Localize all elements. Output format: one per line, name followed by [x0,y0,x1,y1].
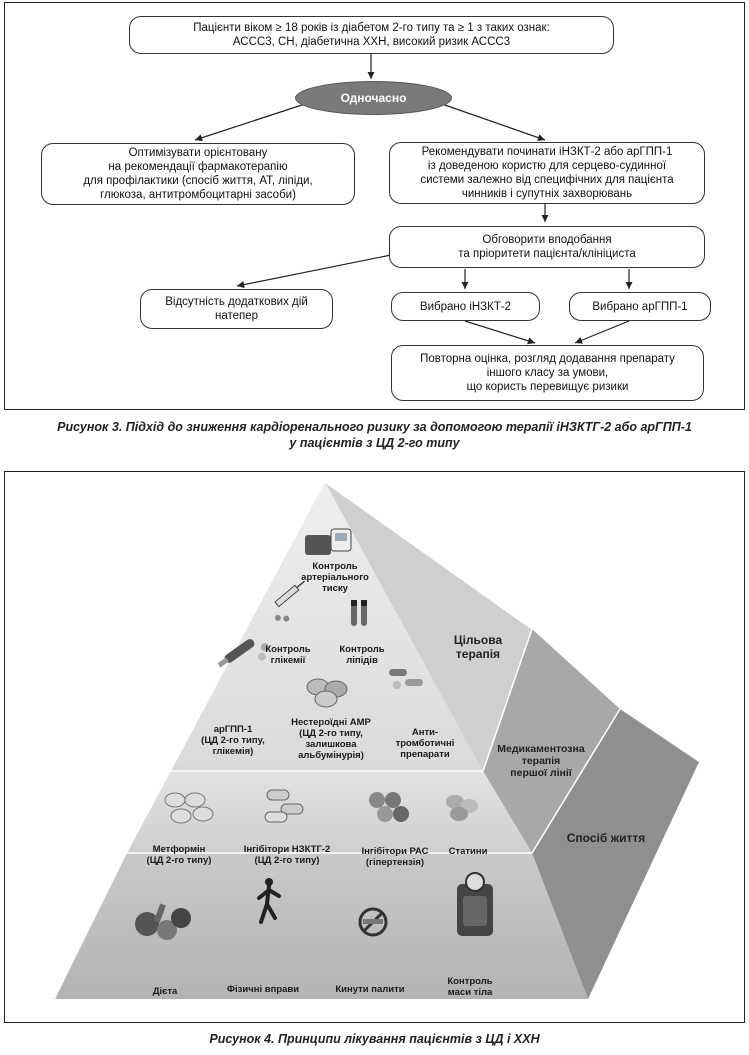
pyramid-side-middle [483,629,620,853]
label-bp-control: Контроль артеріального тиску [301,561,369,594]
label-glycemia-control: Контроль глікемії [265,644,311,666]
box-optimize-pharmacotherapy: Оптимізувати орієнтовану на рекомендації… [41,143,355,205]
label-ras-inhibitors: Інгібітори РАС (гіпертензія) [361,846,429,868]
label-sglt2-inhibitors: Інгібітори НЗКТГ-2 (ЦД 2-го типу) [243,844,331,866]
ras-inhibitor-pills-icon [369,792,409,822]
box-recommend-sglt2-glp1: Рекомендувати починати іНЗКТ-2 або арГПП… [389,142,705,204]
no-smoking-icon [358,907,388,937]
box-patients-criteria: Пацієнти віком ≥ 18 років із діабетом 2-… [129,16,614,54]
statin-pills-icon [446,795,478,821]
box-reassessment: Повторна оцінка, розгляд додавання препа… [391,345,704,401]
figure4-caption: Рисунок 4. Принципи лікування пацієнтів … [209,1032,540,1046]
label-exercise: Фізичні вправи [226,984,300,995]
vegetables-icon [135,903,191,940]
pyramid-graphic [55,481,699,999]
box-glp1-selected: Вибрано арГПП-1 [569,292,711,321]
box-discuss-preferences: Обговорити вподобання та пріоритети паці… [389,226,705,268]
label-statins: Статини [448,846,488,857]
label-metformin: Метформін (ЦД 2-го типу) [146,844,212,866]
test-tubes-icon [351,600,367,626]
figure3-flowchart: Пацієнти віком ≥ 18 років із діабетом 2-… [4,2,745,410]
figure4-pyramid: Контроль артеріального тиску Контроль гл… [4,471,745,1023]
label-quit-smoking: Кинути палити [335,984,405,995]
label-glp1: арГПП-1 (ЦД 2-го типу, глікемія) [201,724,265,757]
metformin-pills-icon [164,792,214,824]
label-antithrombotic: Анти- тромботичні препарати [395,727,455,760]
runner-icon [257,878,281,924]
box-sglt2-selected: Вибрано іНЗКТ-2 [391,292,540,321]
label-first-line-therapy: Медикаментозна терапія першої лінії [497,743,585,779]
scale-icon [457,872,493,936]
oval-simultaneously: Одночасно [295,81,452,115]
box-no-further-action: Відсутність додаткових дій натепер [140,289,333,329]
label-nsaid: Нестероїдні АМР (ЦД 2-го типу, залишкова… [291,717,371,761]
pyramid-front-top [171,482,483,771]
flowchart-connectors [194,53,633,345]
figure3-caption: Рисунок 3. Підхід до зниження кардіорена… [57,420,692,450]
pyramid-front-middle [127,771,532,853]
pyramid-front-bottom [55,853,588,999]
blood-pressure-monitor-icon [305,528,352,555]
pyramid-side-top [325,482,532,771]
injection-pen-icon [217,639,269,668]
label-targeted-therapy: Цільова терапія [453,633,503,661]
label-lifestyle: Спосіб життя [566,831,646,845]
label-lipid-control: Контроль ліпідів [339,644,385,666]
pyramid-side-bottom [532,709,699,999]
label-diet: Дієта [152,986,178,997]
label-weight-control: Контроль маси тіла [447,976,493,998]
nsaid-tablets-icon [306,678,348,708]
antithrombotic-pills-icon [389,669,423,689]
sglt2-capsules-icon [264,789,304,823]
syringe-icon [274,580,305,622]
